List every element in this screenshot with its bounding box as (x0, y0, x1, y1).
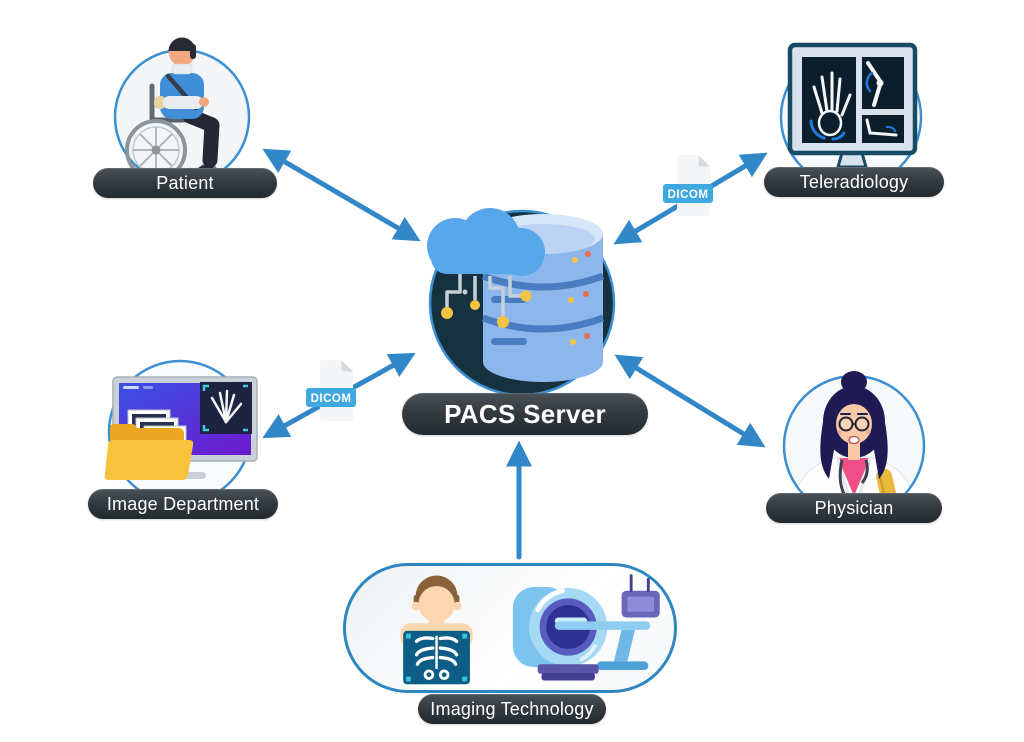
folder (104, 424, 194, 480)
archive-monitor-folder-icon (104, 359, 258, 505)
node-label-teleradiology: Teleradiology (764, 167, 944, 197)
hand-xray (812, 71, 852, 137)
xray-panel (200, 382, 252, 434)
physician-label-text: Physician (814, 497, 894, 518)
knee-xray (865, 61, 884, 107)
glasses (838, 416, 870, 432)
foot-xray (865, 118, 898, 137)
hand-highlight-arcs (809, 119, 846, 141)
chest-xray-ct-scanner-icon (400, 574, 660, 685)
arrow-physician-pacs (614, 354, 766, 448)
chest-xray (400, 575, 473, 685)
dicom-badge-text: DICOM (311, 393, 352, 405)
cloud (427, 208, 545, 276)
dicom-badge-text: DICOM (668, 189, 709, 201)
status-dots (568, 251, 591, 345)
node-label-patient: Patient (93, 168, 277, 198)
arrow-patient-pacs (262, 148, 421, 242)
teleradiology-label-text: Teleradiology (799, 171, 909, 192)
imaging-technology-panel (343, 563, 677, 693)
xray-monitor (787, 42, 918, 169)
dicom-file-icon: DICOM (306, 360, 356, 421)
node-label-imaging-technology: Imaging Technology (418, 694, 606, 724)
dicom-file-icon: DICOM (663, 155, 713, 216)
doctor-head (820, 371, 888, 479)
imaging-technology-label-text: Imaging Technology (430, 698, 594, 719)
circuit-nodes (441, 289, 532, 328)
cloud-database-icon (427, 208, 616, 397)
node-label-physician: Physician (766, 493, 942, 523)
circuit-traces (445, 274, 521, 316)
archive-monitor (104, 376, 258, 480)
image-department-label-text: Image Department (106, 493, 260, 514)
patient-wheelchair-icon (113, 37, 251, 186)
patient-label-text: Patient (156, 172, 214, 193)
node-label-pacs-server: PACS Server (402, 393, 648, 435)
node-label-image-department: Image Department (88, 489, 278, 519)
xray-monitor-icon (779, 42, 923, 189)
pacs-server-label-text: PACS Server (444, 398, 606, 429)
ct-scanner (512, 574, 660, 681)
